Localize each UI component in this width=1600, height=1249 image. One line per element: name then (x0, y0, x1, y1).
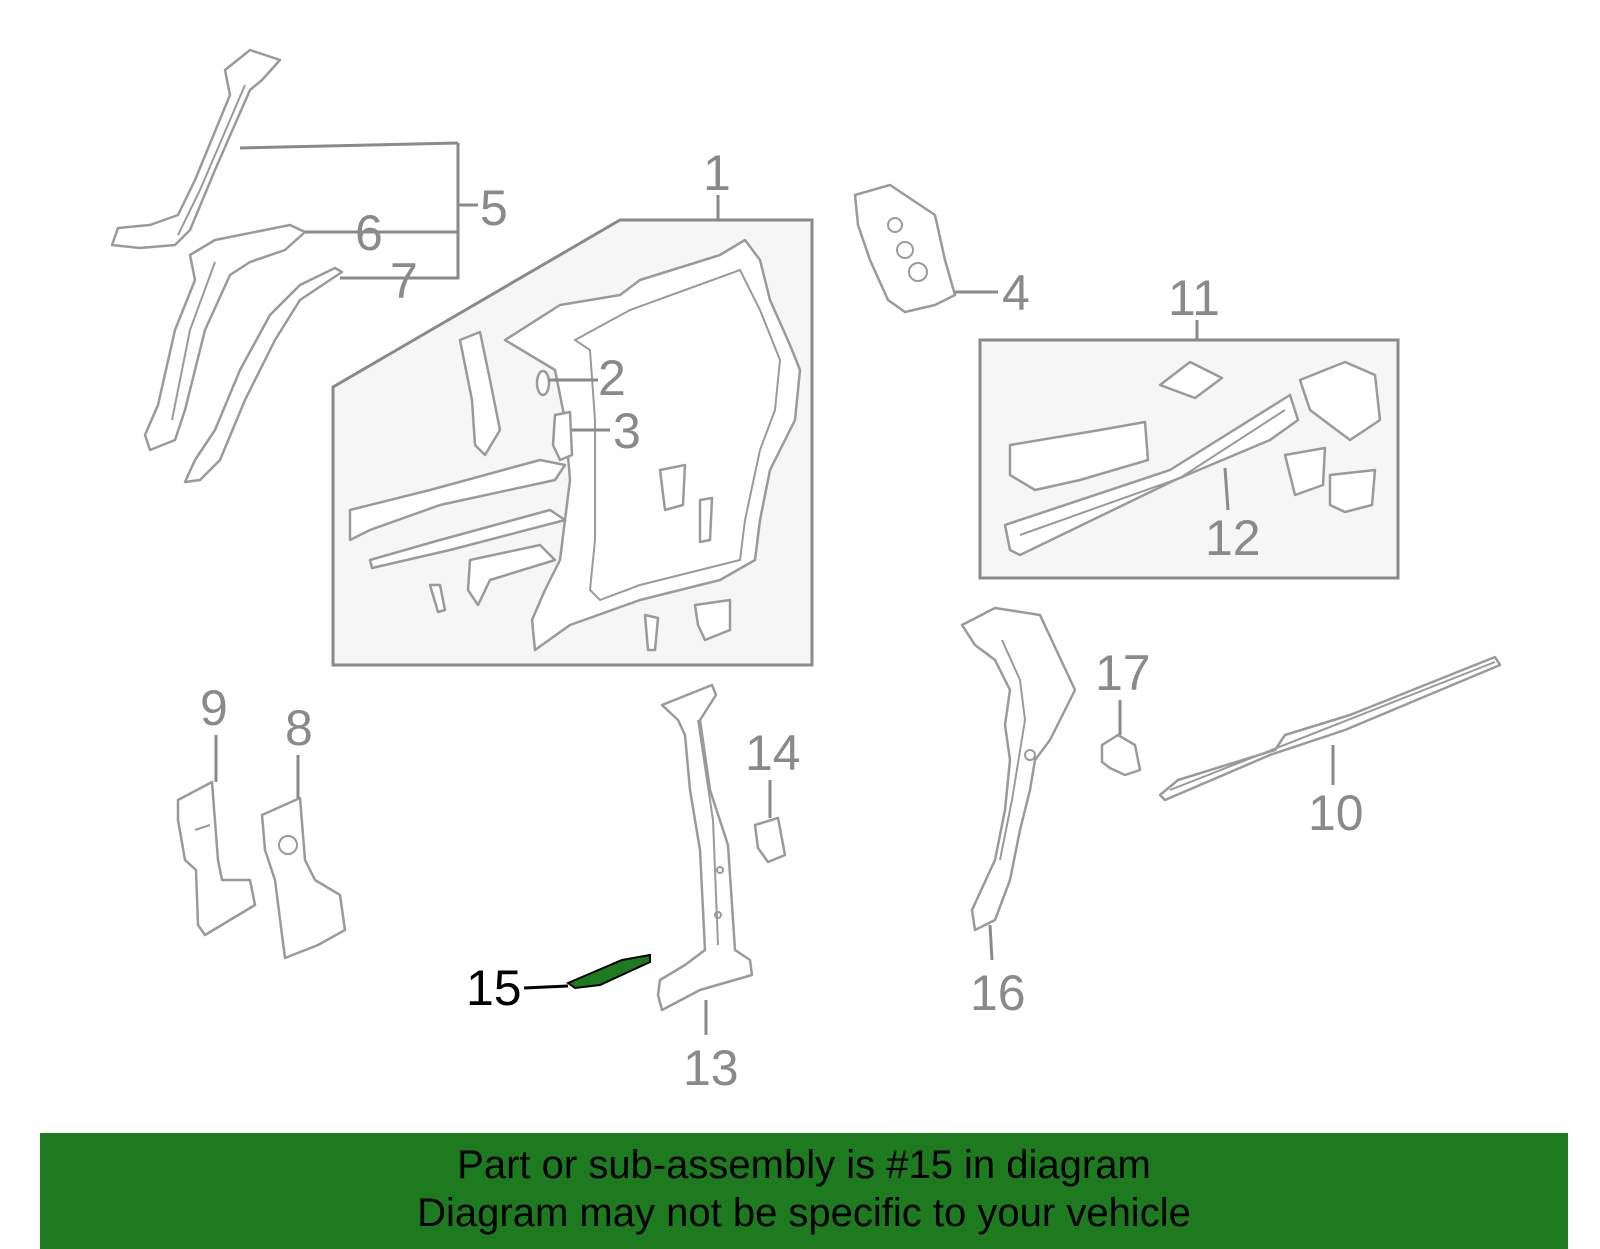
part-8[interactable] (260, 796, 347, 960)
callout-5: 5 (480, 180, 508, 236)
callout-16: 16 (970, 965, 1026, 1021)
part-6[interactable] (143, 223, 307, 452)
part-17[interactable] (1100, 733, 1142, 777)
part-9[interactable] (176, 780, 257, 937)
callout-17: 17 (1095, 645, 1151, 701)
info-banner: Part or sub-assembly is #15 in diagram D… (40, 1133, 1568, 1249)
callout-7: 7 (390, 253, 418, 309)
callout-4: 4 (1002, 265, 1030, 321)
part-5[interactable] (110, 48, 282, 250)
part-11[interactable] (1008, 360, 1382, 514)
parts-diagram: 1 2 3 4 5 6 7 8 9 10 11 12 13 14 15 16 1… (110, 48, 1502, 1096)
part-2[interactable] (535, 369, 551, 397)
leader-lines (214, 141, 1335, 1035)
callout-3: 3 (613, 403, 641, 459)
callout-8: 8 (285, 700, 313, 756)
part-13[interactable] (656, 683, 754, 1012)
banner-line-1: Part or sub-assembly is #15 in diagram (457, 1143, 1151, 1187)
part-3[interactable] (551, 410, 574, 462)
callout-13: 13 (683, 1040, 739, 1096)
callout-1: 1 (703, 145, 731, 201)
part-4[interactable] (853, 183, 957, 314)
callout-15: 15 (466, 960, 522, 1016)
callout-12: 12 (1205, 510, 1261, 566)
part-15[interactable] (565, 953, 651, 990)
part-7[interactable] (183, 266, 344, 484)
callout-10: 10 (1308, 785, 1364, 841)
callout-2: 2 (598, 350, 626, 406)
part-10[interactable] (1158, 655, 1502, 802)
banner-line-2: Diagram may not be specific to your vehi… (417, 1191, 1191, 1235)
part-16[interactable] (960, 606, 1077, 932)
part-12[interactable] (1003, 393, 1300, 557)
part-14[interactable] (753, 816, 787, 864)
part-1[interactable] (348, 238, 802, 652)
callout-11: 11 (1168, 270, 1220, 326)
callout-6: 6 (355, 205, 383, 261)
callout-14: 14 (745, 725, 801, 781)
callout-9: 9 (200, 680, 228, 736)
